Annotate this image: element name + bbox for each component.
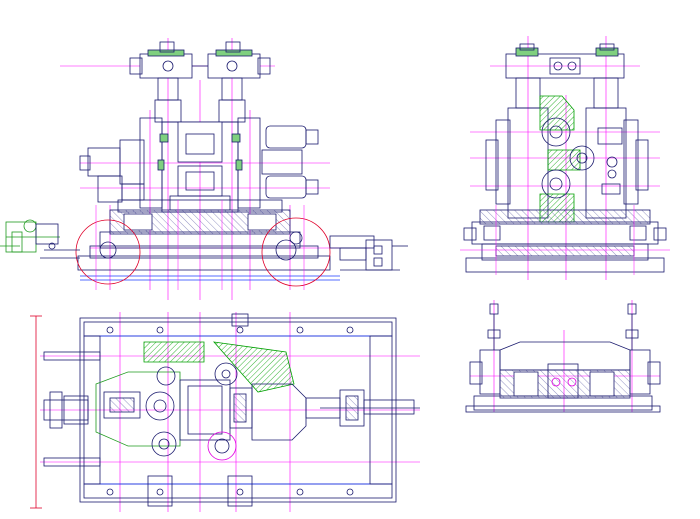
front-elevation-view (0, 38, 408, 300)
end-section-view (465, 300, 661, 413)
side-elevation-view (460, 36, 670, 280)
plan-view (30, 312, 420, 512)
